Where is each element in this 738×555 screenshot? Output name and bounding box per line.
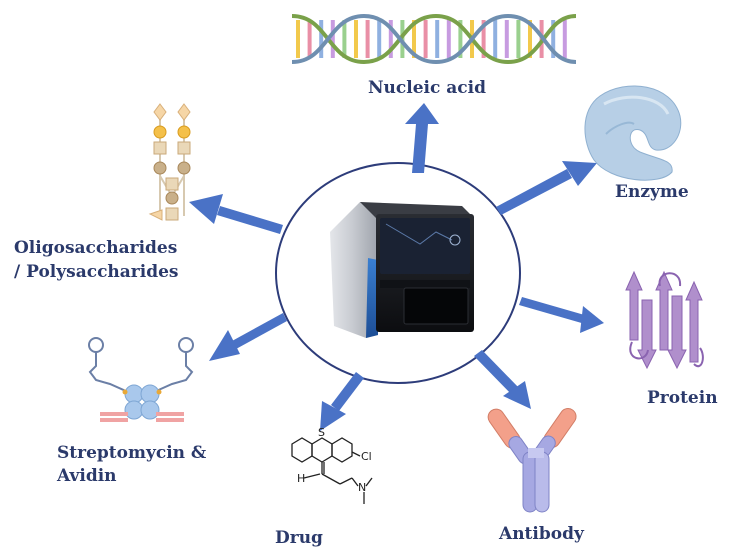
enzyme-icon [584, 85, 682, 181]
label-streptomycin-line1: Streptomycin & [57, 443, 207, 463]
streptomycin-avidin-icon [88, 337, 194, 422]
drug-atom-s: S [318, 426, 325, 439]
label-oligosaccharides-line2: / Polysaccharides [14, 262, 179, 282]
instrument-icon [330, 202, 474, 338]
label-drug: Drug [275, 528, 323, 548]
drug-atom-n: N [358, 481, 366, 494]
label-antibody: Antibody [499, 524, 584, 544]
arrow-streptomycin [209, 313, 287, 361]
arrow-oligosaccharides [189, 194, 283, 234]
arrows [189, 103, 604, 431]
oligosaccharide-icon [148, 103, 191, 221]
label-protein: Protein [647, 388, 718, 408]
arrow-protein [519, 297, 604, 333]
antibody-icon [487, 408, 577, 513]
label-nucleic-acid: Nucleic acid [368, 78, 486, 98]
arrow-antibody [474, 350, 531, 409]
label-streptomycin-line2: Avidin [57, 466, 117, 486]
arrow-nucleic-acid [405, 103, 439, 173]
drug-atom-cl: Cl [361, 450, 372, 463]
drug-structure-icon [291, 437, 373, 504]
drug-atom-h: H [297, 472, 305, 485]
label-enzyme: Enzyme [615, 182, 689, 202]
arrow-enzyme [496, 161, 597, 215]
protein-icon [625, 270, 704, 370]
dna-helix-icon [291, 13, 577, 65]
label-oligosaccharides-line1: Oligosaccharides [14, 238, 178, 258]
arrow-drug [320, 372, 364, 431]
